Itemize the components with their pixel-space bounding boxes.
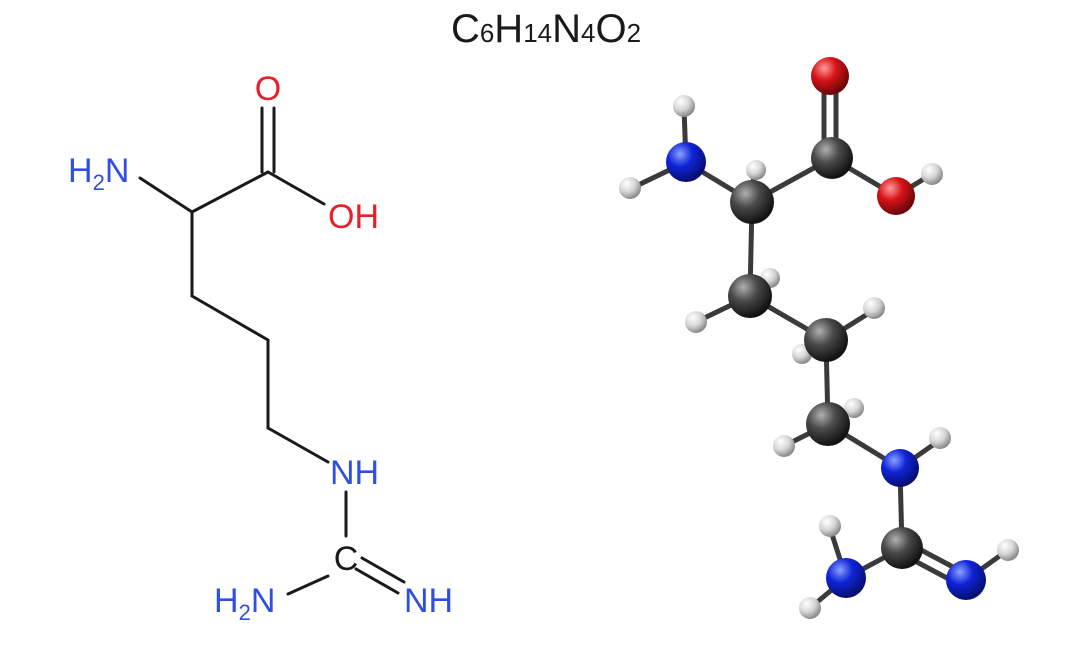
hydrogen-atom	[844, 398, 864, 418]
terminal-amine-n: N	[251, 582, 276, 620]
nitrogen-atom-terminal-imine	[946, 560, 986, 600]
bond-carboxyl-oh	[266, 170, 326, 206]
nitrogen-atom-terminal-amine	[826, 558, 866, 598]
bond-guanidine-nh-1	[360, 556, 406, 584]
molecular-formula: C6H14N4O2	[451, 7, 641, 51]
nitrogen-atom-epsilon	[881, 449, 919, 487]
hydrogen-atom	[819, 515, 841, 537]
label-terminal-amine: H2N	[214, 582, 275, 625]
amine-h: H	[68, 152, 93, 190]
formula-subscript: 2	[627, 18, 641, 48]
formula-subscript: 6	[480, 18, 494, 48]
hydrogen-atom	[619, 177, 641, 199]
bond-alpha-carboxyl	[190, 170, 270, 214]
label-imino-nh: NH	[330, 454, 379, 492]
oxygen-atom-carbonyl	[811, 57, 849, 95]
terminal-amine-subscript: 2	[239, 600, 251, 625]
terminal-amine-h: H	[214, 582, 239, 620]
label-hydroxyl: OH	[328, 198, 379, 236]
amine-subscript: 2	[93, 170, 105, 195]
hydrogen-atom	[773, 435, 795, 457]
carbon-atom-beta	[728, 274, 772, 318]
hydrogen-atoms	[619, 95, 1019, 619]
formula-element: C	[451, 7, 480, 51]
hydrogen-atom	[673, 95, 695, 117]
hydrogen-atom	[799, 597, 821, 619]
formula-subscript: 4	[581, 18, 595, 48]
hydrogen-atom	[929, 427, 951, 449]
hydrogen-atom	[746, 160, 766, 180]
hydrogen-atom	[863, 297, 885, 319]
heavy-atoms	[666, 57, 986, 600]
structural-formula: O OH H2N NH C H2N NH	[68, 70, 453, 625]
label-guanidine-carbon: C	[334, 540, 359, 578]
amine-n: N	[105, 152, 130, 190]
formula-element: N	[552, 7, 581, 51]
carbon-atom-guanidine	[881, 527, 923, 569]
bond-delta-n	[266, 426, 330, 464]
hydrogen-atom	[997, 539, 1019, 561]
label-carbonyl-oxygen: O	[255, 70, 281, 108]
formula-element: H	[494, 7, 523, 51]
bond-n-alpha	[138, 176, 194, 214]
nitrogen-atom-alpha-amine	[666, 142, 706, 182]
hydrogen-atom	[685, 311, 707, 333]
carbon-atom-alpha	[730, 180, 774, 224]
formula-subscript: 14	[523, 18, 552, 48]
formula-element: O	[595, 7, 626, 51]
label-alpha-amine: H2N	[68, 152, 129, 195]
carbon-atom-gamma	[804, 318, 848, 362]
bond-beta-gamma	[190, 294, 270, 342]
label-terminal-imine: NH	[404, 582, 453, 620]
hydrogen-atom	[921, 163, 943, 185]
carbon-atom-delta	[806, 402, 850, 446]
ball-and-stick-model	[619, 57, 1019, 619]
carbon-atom-carboxyl	[811, 137, 853, 179]
bond-guanidine-nh-2	[354, 567, 400, 595]
bond-guanidine-nh2	[286, 574, 330, 596]
oxygen-atom-hydroxyl	[877, 177, 915, 215]
